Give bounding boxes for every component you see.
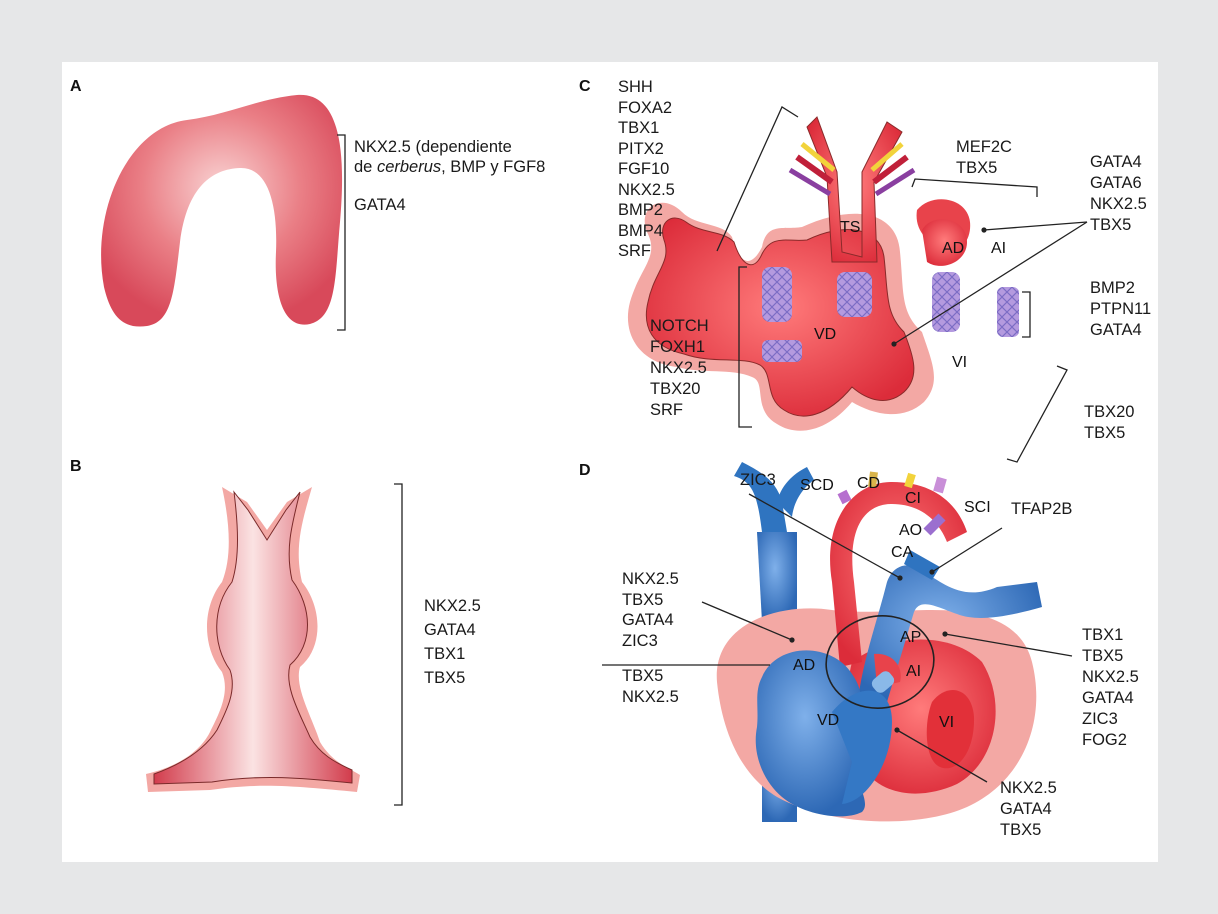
region-d-ad: AD xyxy=(793,657,815,675)
gene-label: GATA4 xyxy=(622,610,679,631)
gene-label: GATA4 xyxy=(1082,688,1139,709)
panel-d-left2-genes: TBX5 NKX2.5 xyxy=(622,666,679,708)
gene-label: PTPN11 xyxy=(1090,299,1151,320)
panel-c-atria-top-genes: MEF2C TBX5 xyxy=(956,137,1012,179)
gene-label: TBX5 xyxy=(622,590,679,611)
gene-label: BMP2 xyxy=(1090,278,1151,299)
gene-label: NKX2.5 xyxy=(1090,194,1147,215)
gene-label: NKX2.5 xyxy=(650,358,709,379)
gene-label: FOG2 xyxy=(1082,730,1139,751)
gene-label: NKX2.5 xyxy=(1082,667,1139,688)
region-d-vi: VI xyxy=(939,714,954,732)
gene-label: SRF xyxy=(650,400,709,421)
figure-drawing xyxy=(62,62,1158,862)
gene-label: ZIC3 xyxy=(1082,709,1139,730)
region-ca: CA xyxy=(891,544,913,562)
gene-label: TBX1 xyxy=(424,642,481,666)
gene-label: GATA4 xyxy=(1090,152,1147,173)
panel-c-outflow-genes: SHH FOXA2 TBX1 PITX2 FGF10 NKX2.5 BMP2 B… xyxy=(618,77,675,262)
region-ad: AD xyxy=(942,240,964,258)
gene-label: TBX20 xyxy=(1084,402,1134,423)
gene-label: PITX2 xyxy=(618,139,675,160)
region-ci: CI xyxy=(905,490,921,508)
gene-label: NKX2.5 xyxy=(618,180,675,201)
gene-label: FOXA2 xyxy=(618,98,675,119)
panel-letter-c: C xyxy=(579,78,591,96)
panel-letter-a: A xyxy=(70,78,82,96)
panel-a-line3: GATA4 xyxy=(354,196,545,216)
region-ts: TS xyxy=(840,219,860,237)
linear-heart-tube xyxy=(146,487,360,792)
gene-label: NKX2.5 xyxy=(622,687,679,708)
gene-label: GATA4 xyxy=(424,618,481,642)
region-cd: CD xyxy=(857,475,880,493)
panel-d-left-genes: NKX2.5 TBX5 GATA4 ZIC3 xyxy=(622,569,679,651)
gene-label: TBX5 xyxy=(1090,215,1147,236)
gene-label: TBX1 xyxy=(1082,625,1139,646)
panel-letter-d: D xyxy=(579,462,591,480)
gene-label: TBX5 xyxy=(622,666,679,687)
gene-label: SHH xyxy=(618,77,675,98)
region-vi: VI xyxy=(952,354,967,372)
panel-d-right-genes: TBX1 TBX5 NKX2.5 GATA4 ZIC3 FOG2 xyxy=(1082,625,1139,751)
gene-label: FOXH1 xyxy=(650,337,709,358)
gene-label: NOTCH xyxy=(650,316,709,337)
panel-c-right-genes: GATA4 GATA6 NKX2.5 TBX5 xyxy=(1090,152,1147,236)
gene-label: SRF xyxy=(618,241,675,262)
gene-label: GATA6 xyxy=(1090,173,1147,194)
gene-label: TBX20 xyxy=(650,379,709,400)
panel-c-cushion-genes: BMP2 PTPN11 GATA4 xyxy=(1090,278,1151,341)
panel-c-rv-genes: NOTCH FOXH1 NKX2.5 TBX20 SRF xyxy=(650,316,709,421)
panel-a-genes: NKX2.5 (dependiente de cerberus, BMP y F… xyxy=(354,138,545,216)
figure-panel: A B C D NKX2.5 (dependiente de cerberus,… xyxy=(62,62,1158,862)
cardiac-crescent xyxy=(101,95,342,327)
region-vd: VD xyxy=(814,326,836,344)
gene-label: FGF10 xyxy=(618,159,675,180)
gene-label: MEF2C xyxy=(956,137,1012,158)
gene-label: NKX2.5 xyxy=(1000,778,1057,799)
region-ao: AO xyxy=(899,522,922,540)
region-ai: AI xyxy=(991,240,1006,258)
gene-label: NKX2.5 xyxy=(622,569,679,590)
gene-label: NKX2.5 xyxy=(424,594,481,618)
panel-letter-b: B xyxy=(70,458,82,476)
gene-label: TBX5 xyxy=(1000,820,1057,841)
panel-b-genes: NKX2.5 GATA4 TBX1 TBX5 xyxy=(424,594,481,690)
gene-label: ZIC3 xyxy=(622,631,679,652)
gene-label: TBX5 xyxy=(424,666,481,690)
panel-d-zic3: ZIC3 xyxy=(740,471,776,491)
gene-label: TBX1 xyxy=(618,118,675,139)
panel-d-bottom-genes: NKX2.5 GATA4 TBX5 xyxy=(1000,778,1057,841)
gene-label: TBX5 xyxy=(956,158,1012,179)
bracket-b xyxy=(394,484,402,805)
gene-label: TBX5 xyxy=(1082,646,1139,667)
gene-label: BMP4 xyxy=(618,221,675,242)
cerberus-italic: cerberus xyxy=(377,158,441,176)
gene-label: BMP2 xyxy=(618,200,675,221)
gene-label: GATA4 xyxy=(1000,799,1057,820)
panel-a-line1: NKX2.5 (dependiente xyxy=(354,138,545,158)
panel-a-line2: de cerberus, BMP y FGF8 xyxy=(354,158,545,178)
region-sci: SCI xyxy=(964,499,991,517)
region-d-ai: AI xyxy=(906,663,921,681)
panel-d-tfap2b: TFAP2B xyxy=(1011,500,1072,520)
region-scd: SCD xyxy=(800,477,834,495)
region-d-vd: VD xyxy=(817,712,839,730)
gene-label: TBX5 xyxy=(1084,423,1134,444)
gene-label: GATA4 xyxy=(1090,320,1151,341)
panel-c-lv-genes: TBX20 TBX5 xyxy=(1084,402,1134,444)
region-ap: AP xyxy=(900,629,921,647)
